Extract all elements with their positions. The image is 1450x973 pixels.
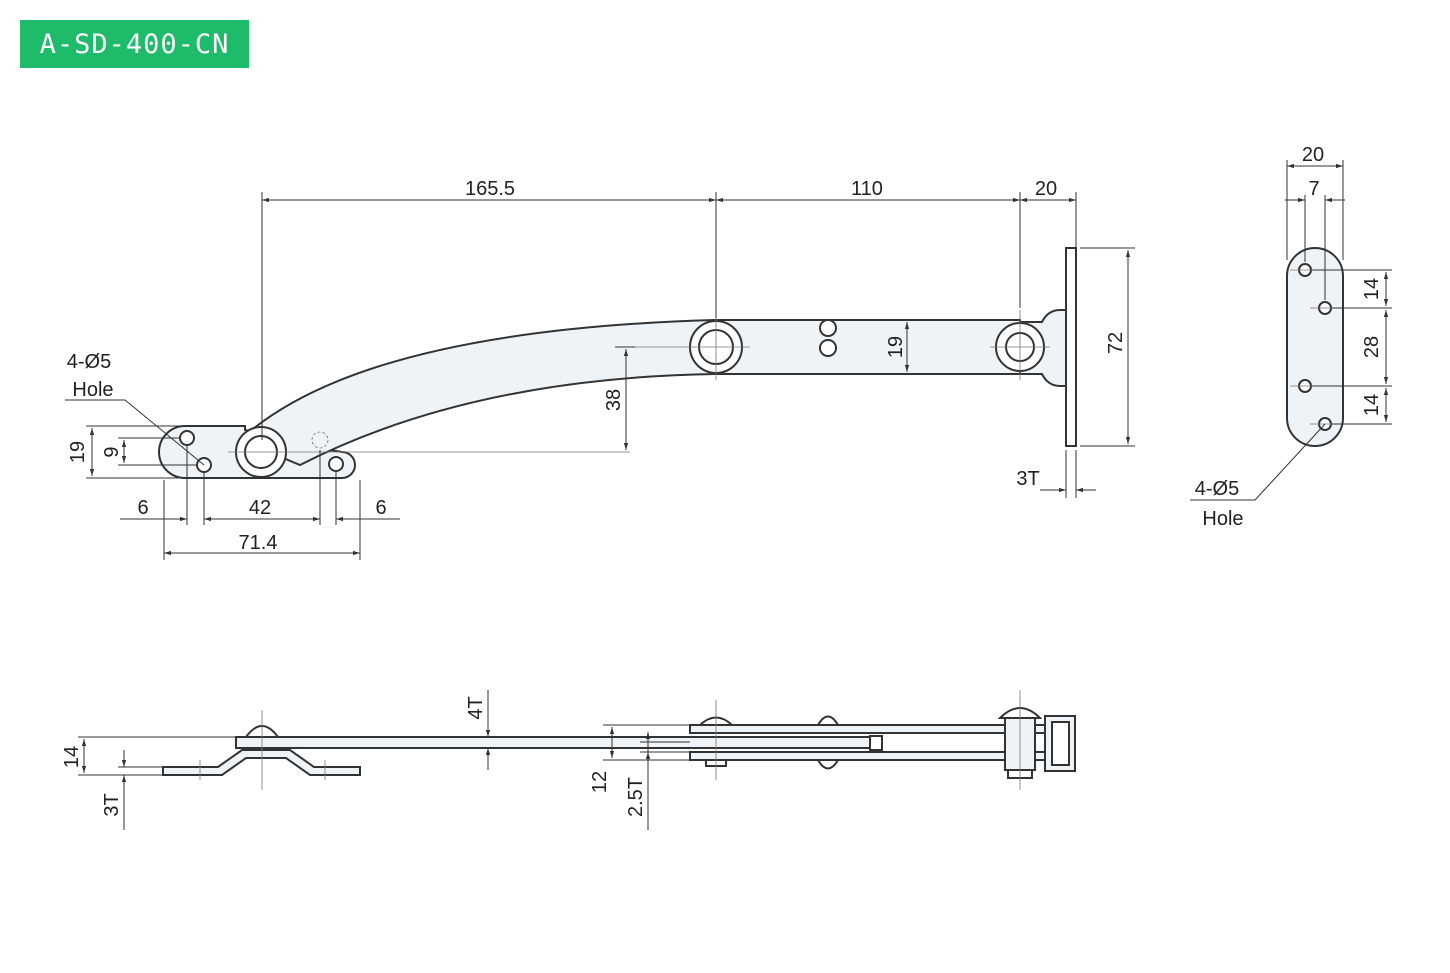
rivet-head-small — [816, 759, 840, 770]
model-badge: A-SD-400-CN — [20, 20, 249, 68]
mount-hole — [328, 456, 344, 472]
side-dim-14-top: 14 — [1361, 278, 1383, 300]
dim-71-4: 71.4 — [239, 532, 278, 554]
dim-6-left: 6 — [137, 497, 148, 519]
bottom-view: 4T 14 3T 12 2.5T — [61, 690, 1076, 830]
slot-hole — [819, 339, 837, 357]
bottom-dim-12: 12 — [589, 771, 611, 793]
dim-19-arm: 19 — [885, 336, 907, 358]
hole-label-qty: 4-Ø5 — [67, 351, 111, 373]
bottom-left-bracket — [162, 749, 361, 776]
dim-9: 9 — [101, 446, 123, 457]
bottom-dim-3t: 3T — [101, 793, 123, 816]
side-dim-20: 20 — [1302, 144, 1324, 166]
front-view: 165.5 110 20 72 19 38 3T 4-Ø5 Hole 19 9 … — [65, 178, 1135, 560]
right-mount-inner — [1051, 721, 1070, 766]
dim-20: 20 — [1035, 178, 1057, 200]
side-dim-14-bottom: 14 — [1361, 394, 1383, 416]
bottom-dim-4t: 4T — [465, 696, 487, 719]
bottom-dim-2-5t: 2.5T — [625, 777, 647, 817]
rivet-head-small — [816, 715, 840, 726]
bottom-arm-bar — [235, 736, 873, 749]
slot-hole — [819, 319, 837, 337]
hidden-hole — [311, 431, 329, 449]
side-dim-7: 7 — [1308, 178, 1319, 200]
hole-label-text: Hole — [72, 379, 113, 401]
end-stop — [869, 735, 883, 751]
upper-plate — [689, 724, 1046, 734]
dim-3t: 3T — [1016, 468, 1039, 490]
dim-72: 72 — [1105, 332, 1127, 354]
side-hole-label-qty: 4-Ø5 — [1195, 478, 1239, 500]
mount-hole — [179, 430, 195, 446]
bottom-dim-14: 14 — [61, 746, 83, 768]
dim-165-5: 165.5 — [465, 178, 515, 200]
right-mount-plate — [1065, 247, 1077, 447]
side-mount-plate — [1286, 247, 1344, 447]
dim-42: 42 — [249, 497, 271, 519]
side-view: 20 7 14 28 14 4-Ø5 Hole — [1190, 144, 1392, 530]
dim-38: 38 — [603, 389, 625, 411]
lower-plate — [689, 751, 1046, 761]
dim-19-plate: 19 — [67, 441, 89, 463]
dim-6-right: 6 — [375, 497, 386, 519]
dim-110: 110 — [851, 178, 883, 200]
side-hole-label-text: Hole — [1202, 508, 1243, 530]
side-dim-28: 28 — [1361, 336, 1383, 358]
